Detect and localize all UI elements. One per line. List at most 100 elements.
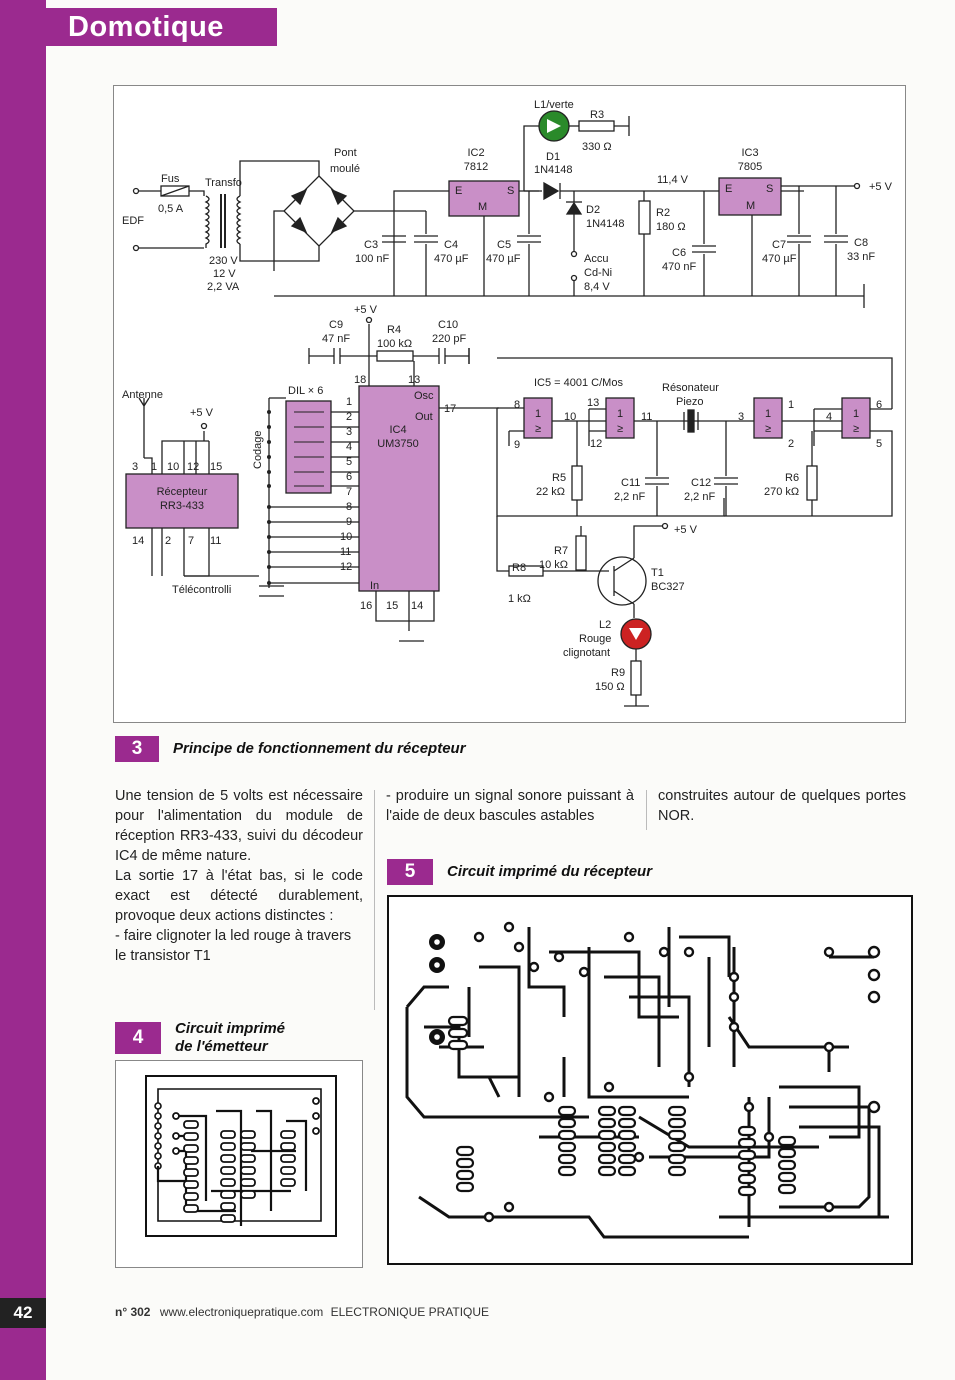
bridge-rectifier	[283, 175, 355, 247]
ic4-pin: 18	[354, 374, 366, 386]
pin-label: 7	[188, 535, 194, 547]
gate-label: 1	[617, 408, 623, 420]
ic4-pin: 5	[346, 456, 352, 468]
gate-label: 1	[765, 408, 771, 420]
transformer	[204, 194, 242, 248]
paragraph: - faire clignoter la led rouge à travers…	[115, 928, 352, 964]
gate-label: ≥	[853, 423, 859, 435]
label-recepteur: Récepteur	[157, 486, 208, 498]
label-osc: Osc	[414, 390, 434, 402]
ic2-regulator	[448, 180, 520, 217]
ic4-pin: 14	[411, 600, 423, 612]
label-t1-plus5v: +5 V	[674, 524, 698, 536]
paragraph: - produire un signal sonore puissant à l…	[386, 788, 634, 824]
nor-pin: 12	[590, 438, 602, 450]
nor-pin: 4	[826, 411, 832, 423]
nor-gate-1	[523, 397, 553, 439]
label-telecontrolli: Télécontrolli	[172, 584, 231, 596]
pin-label: 3	[132, 461, 138, 473]
nor-pin: 13	[587, 397, 599, 409]
article-column-3: construites autour de quelques portes NO…	[658, 786, 906, 826]
label-ic5: IC5 = 4001 C/Mos	[534, 377, 623, 389]
gate-label: ≥	[617, 423, 623, 435]
label-moule: moulé	[330, 163, 360, 175]
label-r6: R6	[785, 472, 799, 484]
label-ic2: IC2	[467, 147, 484, 159]
ic4-pin: 9	[346, 516, 352, 528]
figure-3-caption: 3 Principe de fonctionnement du récepteu…	[115, 736, 466, 762]
label-dil: DIL × 6	[288, 385, 323, 397]
label-piezo: Piezo	[676, 396, 704, 408]
label-rx-plus5v: +5 V	[190, 407, 214, 419]
label-r8-value: 1 kΩ	[508, 593, 531, 605]
label-c5: C5	[497, 239, 511, 251]
label-c8: C8	[854, 237, 868, 249]
dil-switch	[285, 400, 332, 494]
label-l2: L2	[599, 619, 611, 631]
label-ic4-plus5v: +5 V	[354, 304, 378, 316]
label-ic3-ref: 7805	[738, 161, 762, 173]
page-number: 42	[0, 1298, 46, 1328]
figure-4-caption: 4 Circuit imprimé de l'émetteur	[115, 1020, 285, 1056]
label-transfo-va: 2,2 VA	[207, 281, 240, 293]
label-antenne: Antenne	[122, 389, 163, 401]
label-resonateur: Résonateur	[662, 382, 719, 394]
label-c10-value: 220 pF	[432, 333, 467, 345]
section-header: Domotique	[44, 8, 277, 46]
paragraph: construites autour de quelques portes NO…	[658, 788, 906, 824]
figure-5-caption: 5 Circuit imprimé du récepteur	[387, 859, 652, 885]
gate-label: ≥	[765, 423, 771, 435]
page-footer: n° 302 www.electroniquepratique.com ELEC…	[115, 1305, 489, 1319]
label-ic2-e: E	[455, 185, 462, 197]
label-c7: C7	[772, 239, 786, 251]
ic4-pin: 7	[346, 486, 352, 498]
label-r3: R3	[590, 109, 604, 121]
label-rouge: Rouge	[579, 633, 611, 645]
label-ic2-m: M	[478, 201, 487, 213]
ic4-pin: 13	[408, 374, 420, 386]
label-c11-value: 2,2 nF	[614, 491, 645, 503]
column-divider	[374, 790, 375, 1010]
transistor-t1	[597, 556, 647, 606]
label-r2-value: 180 Ω	[656, 221, 686, 233]
ic4-pin: 12	[340, 561, 352, 573]
label-cdni: Cd-Ni	[584, 267, 612, 279]
figure-title: Circuit imprimé de l'émetteur	[175, 1020, 285, 1056]
nor-pin: 8	[514, 399, 520, 411]
label-pont: Pont	[334, 147, 357, 159]
label-ic2-s: S	[507, 185, 514, 197]
nor-pin: 11	[641, 411, 652, 423]
label-accu: Accu	[584, 253, 608, 265]
paragraph: Une tension de 5 volts est nécessaire po…	[115, 788, 363, 864]
label-codage: Codage	[252, 430, 264, 469]
label-11-4v: 11,4 V	[657, 174, 689, 186]
label-d2: D2	[586, 204, 600, 216]
label-c3-value: 100 nF	[355, 253, 390, 265]
label-l1: L1/verte	[534, 99, 574, 111]
label-r3-value: 330 Ω	[582, 141, 612, 153]
label-c12-value: 2,2 nF	[684, 491, 715, 503]
label-fus: Fus	[161, 173, 180, 185]
ic4-pin: 16	[360, 600, 372, 612]
label-r2: R2	[656, 207, 670, 219]
label-r9-value: 150 Ω	[595, 681, 625, 693]
label-ic2-ref: 7812	[464, 161, 488, 173]
nor-pin: 9	[514, 439, 520, 451]
footer-magazine: ELECTRONIQUE PRATIQUE	[330, 1305, 490, 1319]
label-ic4-ref: UM3750	[377, 438, 419, 450]
nor-pin: 1	[788, 399, 794, 411]
label-plus5v: +5 V	[869, 181, 893, 193]
ic4-pin: 15	[386, 600, 398, 612]
ic4-pin: 3	[346, 426, 352, 438]
label-r4-value: 100 kΩ	[377, 338, 412, 350]
label-edf: EDF	[122, 215, 144, 227]
label-r7: R7	[554, 545, 568, 557]
label-c9: C9	[329, 319, 343, 331]
ic4-pin: 11	[340, 546, 351, 558]
pin-label: 12	[187, 461, 199, 473]
footer-url: www.electroniquepratique.com	[159, 1305, 324, 1319]
label-rr3-433: RR3-433	[160, 500, 204, 512]
label-c3: C3	[364, 239, 378, 251]
pin-label: 15	[210, 461, 222, 473]
label-ic3-m: M	[746, 200, 755, 212]
